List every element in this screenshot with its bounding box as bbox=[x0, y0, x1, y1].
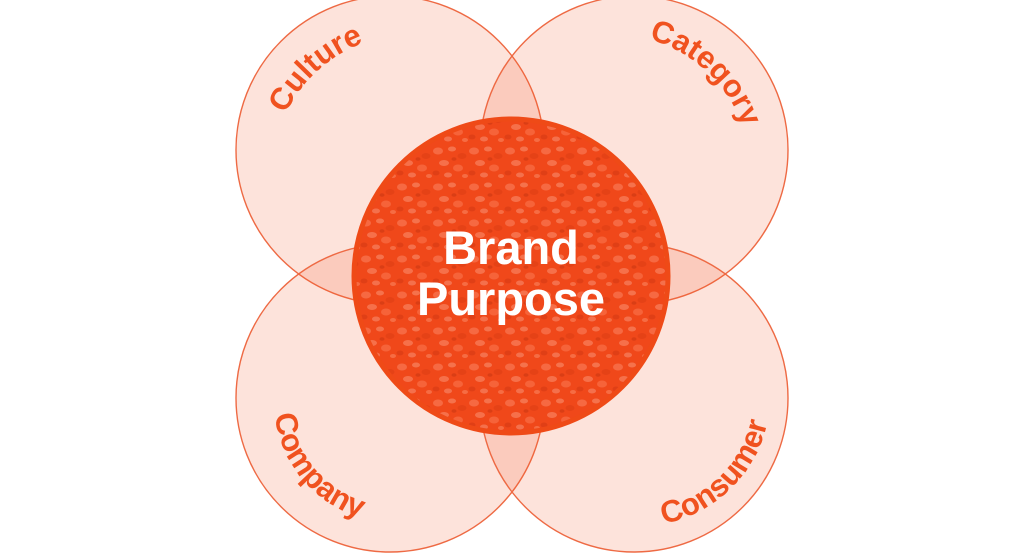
center-title-line1: Brand bbox=[443, 221, 579, 274]
center-title-line2: Purpose bbox=[417, 272, 605, 325]
pebble-texture-icon bbox=[354, 119, 668, 433]
brand-purpose-center: Brand Purpose bbox=[351, 116, 671, 436]
